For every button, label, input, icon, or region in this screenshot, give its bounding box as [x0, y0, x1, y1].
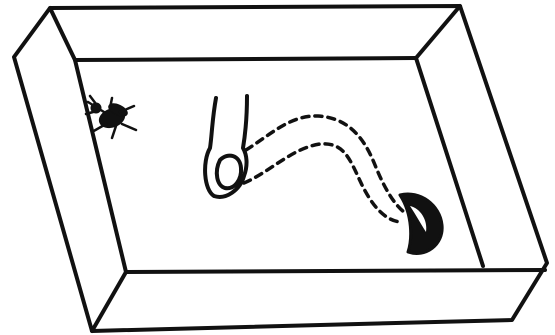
- ink-layer: [12, 4, 549, 333]
- box-corner-back-right: [414, 4, 462, 60]
- box-left-inner-edge: [73, 58, 128, 274]
- box-outer-rim: [12, 4, 549, 333]
- box-back-edge: [73, 56, 418, 62]
- box-corner-front-left: [90, 270, 128, 333]
- box-corner-back-left: [48, 6, 77, 62]
- insect-silhouette: [84, 94, 138, 140]
- insect-legs: [84, 94, 138, 140]
- half-disc-highlight: [410, 206, 427, 232]
- dashed-trail-lower: [242, 142, 402, 224]
- fingertip-outline: [203, 94, 249, 199]
- dashed-trail-upper: [244, 114, 406, 214]
- insect-wing: [108, 103, 128, 117]
- fingernail: [214, 153, 244, 191]
- box-right-inner-edge: [414, 56, 485, 268]
- dark-half-disc: [398, 192, 444, 255]
- box-front-inner-edge: [124, 268, 547, 274]
